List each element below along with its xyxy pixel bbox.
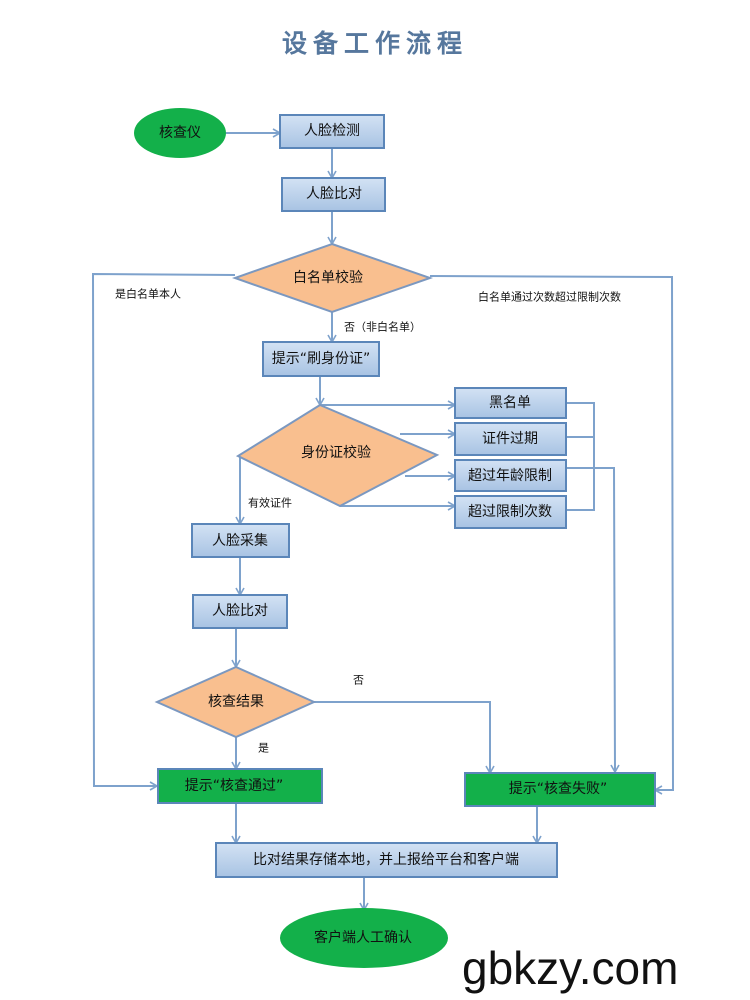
node-face-compare-2: 人脸比对	[192, 594, 288, 629]
node-face-capture-label: 人脸采集	[212, 532, 268, 549]
node-whitelist-check-label: 白名单校验	[293, 269, 363, 286]
node-count-exceeded: 超过限制次数	[454, 495, 567, 529]
node-face-compare-1-label: 人脸比对	[306, 186, 362, 202]
node-age-exceeded-label: 超过年龄限制	[468, 468, 552, 484]
node-prompt-fail: 提示“核查失败”	[464, 772, 656, 807]
edge-label-result-yes: 是	[258, 742, 269, 755]
connectors	[91, 128, 675, 912]
node-store-report-label: 比对结果存储本地，并上报给平台和客户端	[253, 851, 519, 868]
arrow-whitelist-yes	[91, 272, 236, 791]
node-id-check: 身份证校验	[235, 403, 440, 508]
node-face-detect-label: 人脸检测	[304, 123, 360, 139]
edge-label-valid-id: 有效证件	[248, 496, 292, 510]
node-store-report: 比对结果存储本地，并上报给平台和客户端	[215, 842, 558, 878]
node-start-label: 核查仪	[159, 125, 201, 141]
node-blacklist: 黑名单	[454, 387, 567, 419]
node-face-compare-1: 人脸比对	[281, 177, 386, 212]
node-end-label: 客户端人工确认	[314, 929, 412, 946]
edge-label-whitelist-no: 否（非白名单）	[344, 320, 421, 334]
watermark: gbkzy.com	[462, 942, 678, 994]
node-prompt-pass: 提示“核查通过”	[157, 768, 323, 804]
node-prompt-fail-label: 提示“核查失败”	[509, 781, 608, 797]
arrow-whitelist-over	[429, 275, 675, 795]
node-face-compare-2-label: 人脸比对	[212, 603, 268, 619]
node-count-exceeded-label: 超过限制次数	[468, 504, 552, 520]
node-start: 核查仪	[134, 108, 226, 158]
node-id-expired-label: 证件过期	[482, 431, 538, 447]
node-id-check-label: 身份证校验	[301, 444, 371, 461]
node-whitelist-check: 白名单校验	[231, 242, 434, 314]
node-end: 客户端人工确认	[280, 908, 448, 968]
arrow-result-no	[314, 701, 495, 775]
node-check-result-label: 核查结果	[208, 694, 264, 710]
node-prompt-swipe-id-label: 提示“刷身份证”	[272, 351, 371, 367]
node-face-detect: 人脸检测	[279, 114, 385, 149]
edge-label-whitelist-over: 白名单通过次数超过限制次数	[478, 290, 621, 304]
node-check-result: 核查结果	[154, 665, 317, 739]
node-age-exceeded: 超过年龄限制	[454, 459, 567, 492]
edge-label-whitelist-yes: 是白名单本人	[115, 287, 181, 301]
node-id-expired: 证件过期	[454, 422, 567, 456]
node-blacklist-label: 黑名单	[489, 395, 531, 411]
node-prompt-swipe-id: 提示“刷身份证”	[262, 341, 380, 377]
bracket-failures	[566, 402, 595, 511]
node-prompt-pass-label: 提示“核查通过”	[185, 778, 284, 794]
arrow-age-to-fail	[566, 467, 620, 774]
edge-label-result-no: 否	[353, 674, 364, 687]
diagram-title: 设备工作流程	[282, 29, 468, 58]
node-face-capture: 人脸采集	[191, 523, 290, 558]
